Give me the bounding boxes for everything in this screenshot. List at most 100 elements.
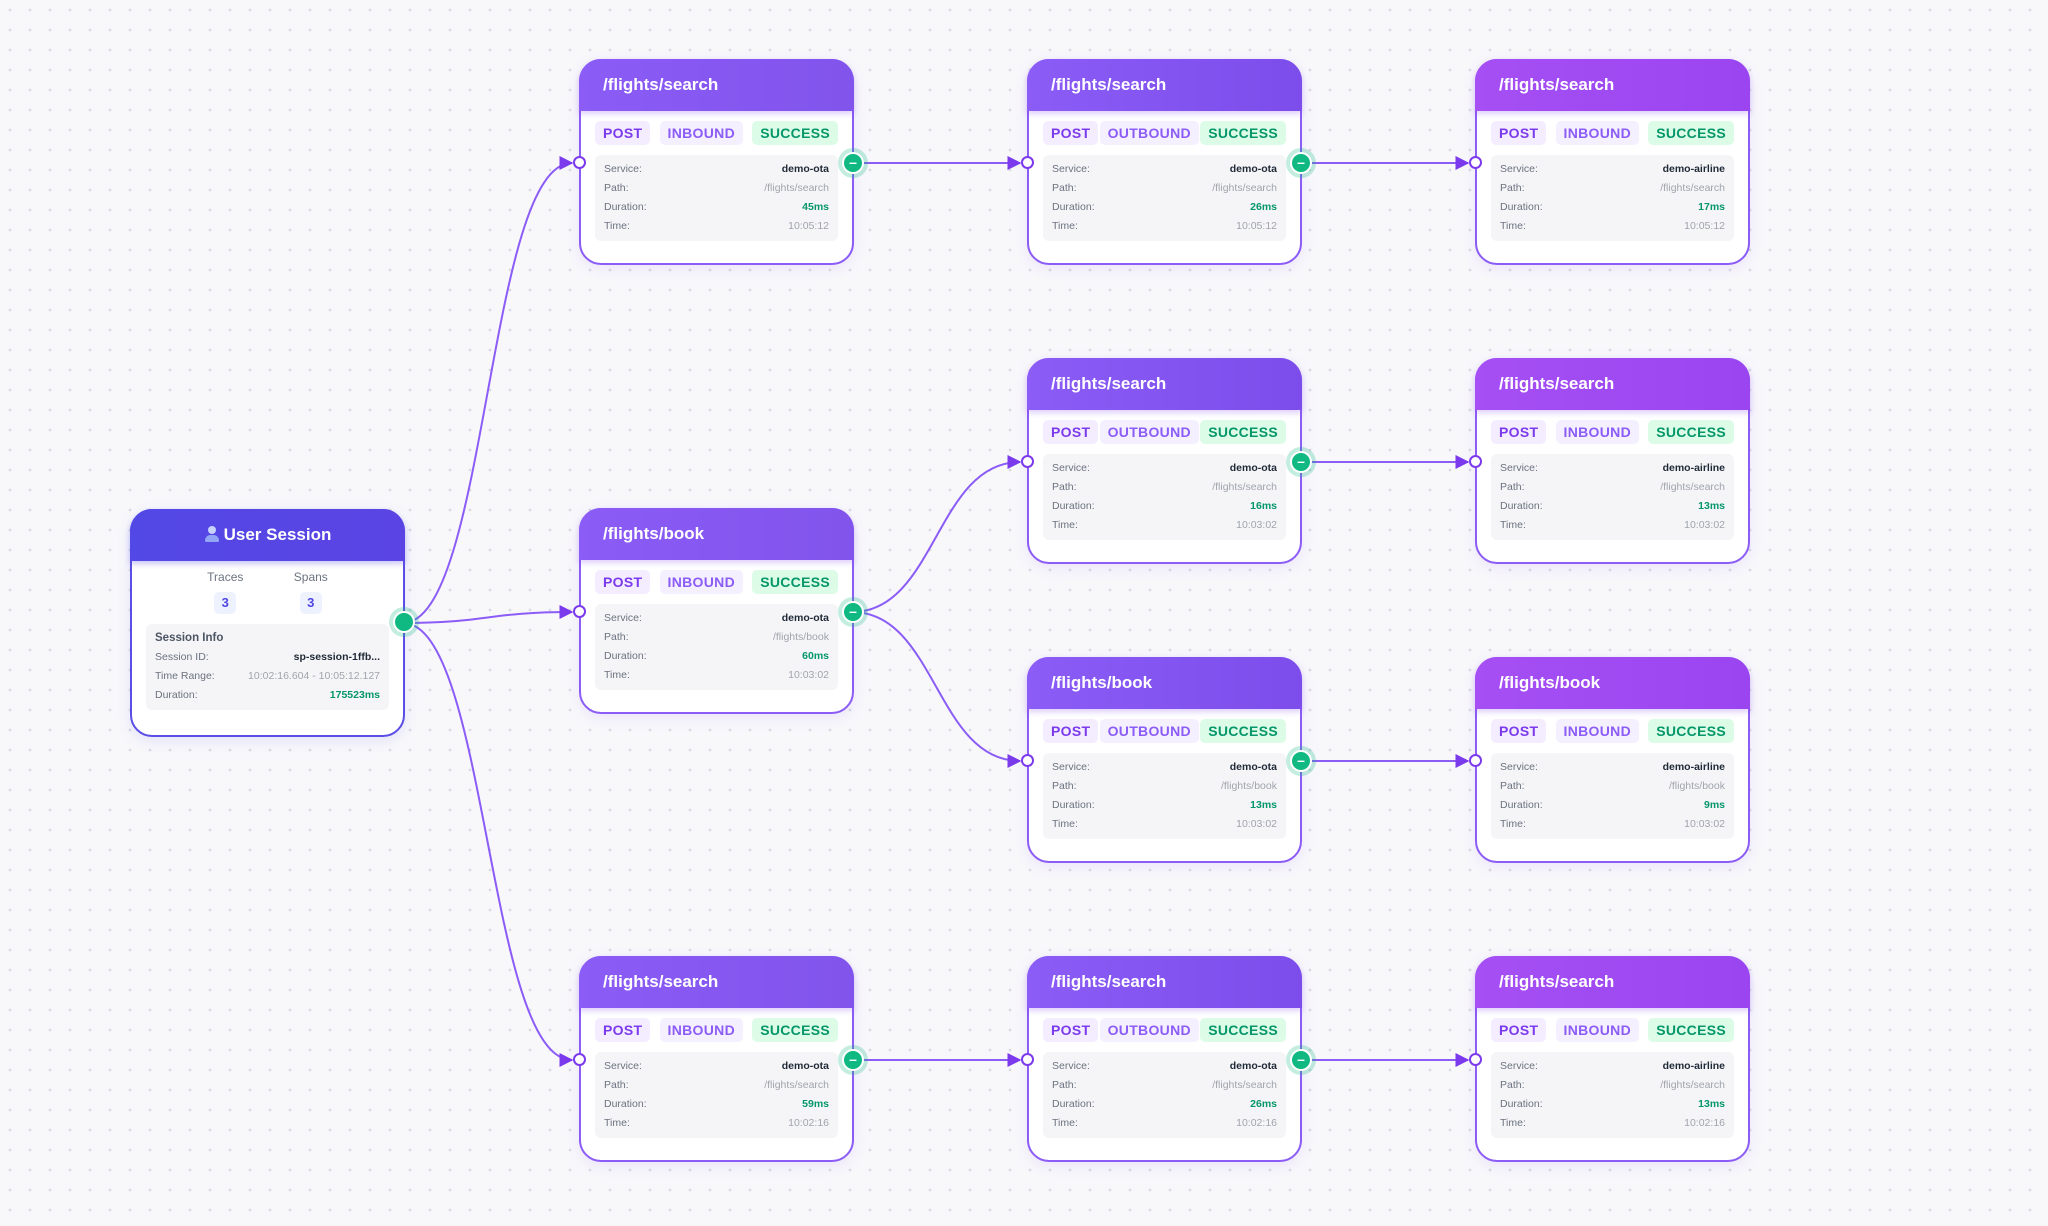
span-node-5[interactable]: /flights/search POST INBOUND SUCCESS Ser… — [1469, 358, 1750, 564]
service-value: demo-airline — [1662, 1060, 1725, 1072]
input-handle[interactable] — [1021, 156, 1034, 169]
service-row: Service: demo-ota — [1052, 1057, 1277, 1076]
output-handle[interactable]: – — [842, 601, 864, 623]
output-handle[interactable]: – — [1290, 750, 1312, 772]
edge-3-4[interactable] — [851, 455, 1022, 613]
path-row: Path: /flights/search — [604, 179, 829, 198]
span-badges: POST INBOUND SUCCESS — [1477, 121, 1748, 145]
service-row: Service: demo-ota — [604, 1057, 829, 1076]
time-value: 10:05:12 — [1236, 220, 1277, 232]
span-node-6[interactable]: /flights/book POST OUTBOUND SUCCESS Serv… — [1021, 657, 1312, 863]
span-title: /flights/book — [1027, 657, 1302, 709]
input-handle[interactable] — [573, 1053, 586, 1066]
service-value: demo-airline — [1662, 163, 1725, 175]
span-badges: POST INBOUND SUCCESS — [1477, 1018, 1748, 1042]
time-label: Time: — [1500, 818, 1526, 830]
span-node-3[interactable]: /flights/book POST INBOUND SUCCESS Servi… — [573, 508, 864, 714]
edge-3-6[interactable] — [851, 611, 1022, 768]
duration-row: Duration: 45ms — [604, 198, 829, 217]
input-handle[interactable] — [1021, 754, 1034, 767]
span-details: Service: demo-ota Path: /flights/search … — [1043, 155, 1286, 241]
path-row: Path: /flights/book — [1500, 777, 1725, 796]
span-node-0[interactable]: /flights/search POST INBOUND SUCCESS Ser… — [573, 59, 864, 265]
duration-row: Duration: 60ms — [604, 647, 829, 666]
span-node-8[interactable]: /flights/search POST INBOUND SUCCESS Ser… — [573, 956, 864, 1162]
time-label: Time: — [1500, 519, 1526, 531]
direction-badge: INBOUND — [1555, 719, 1639, 743]
duration-label: Duration: — [1052, 201, 1095, 213]
input-handle[interactable] — [573, 605, 586, 618]
method-badge: POST — [595, 1018, 651, 1042]
session-id-value: sp-session-1ffb... — [293, 651, 380, 663]
duration-value: 45ms — [802, 201, 829, 213]
path-row: Path: /flights/book — [1052, 777, 1277, 796]
duration-value: 16ms — [1250, 500, 1277, 512]
span-details: Service: demo-ota Path: /flights/search … — [1043, 1052, 1286, 1138]
input-handle[interactable] — [1021, 1053, 1034, 1066]
edge-session-0[interactable] — [402, 156, 574, 624]
path-label: Path: — [1052, 1079, 1077, 1091]
span-title: /flights/search — [579, 956, 854, 1008]
service-value: demo-ota — [1229, 462, 1277, 474]
duration-label: Duration: — [1500, 201, 1543, 213]
output-handle[interactable]: – — [1290, 451, 1312, 473]
input-handle[interactable] — [1469, 455, 1482, 468]
path-label: Path: — [1500, 182, 1525, 194]
duration-label: Duration: — [1500, 799, 1543, 811]
method-badge: POST — [595, 570, 651, 594]
input-handle[interactable] — [1469, 1053, 1482, 1066]
time-row: Time: 10:03:02 — [1500, 516, 1725, 535]
time-label: Time: — [604, 669, 630, 681]
edge-session-8[interactable] — [402, 622, 574, 1067]
span-badges: POST INBOUND SUCCESS — [581, 570, 852, 594]
session-output-handle[interactable] — [393, 611, 415, 633]
status-badge: SUCCESS — [1200, 121, 1286, 145]
time-label: Time: — [1052, 818, 1078, 830]
output-handle[interactable]: – — [1290, 1049, 1312, 1071]
time-range-label: Time Range: — [155, 670, 215, 682]
path-label: Path: — [604, 631, 629, 643]
span-node-4[interactable]: /flights/search POST OUTBOUND SUCCESS Se… — [1021, 358, 1312, 564]
input-handle[interactable] — [573, 156, 586, 169]
service-label: Service: — [1500, 163, 1538, 175]
output-handle[interactable]: – — [842, 152, 864, 174]
span-node-1[interactable]: /flights/search POST OUTBOUND SUCCESS Se… — [1021, 59, 1312, 265]
traces-count: 3 — [214, 592, 237, 614]
input-handle[interactable] — [1469, 156, 1482, 169]
output-handle[interactable]: – — [842, 1049, 864, 1071]
time-row: Time: 10:03:02 — [1500, 815, 1725, 834]
duration-row: Duration: 13ms — [1500, 1095, 1725, 1114]
span-title: /flights/search — [1027, 59, 1302, 111]
span-details: Service: demo-airline Path: /flights/sea… — [1491, 155, 1734, 241]
time-value: 10:02:16 — [1236, 1117, 1277, 1129]
span-node-7[interactable]: /flights/book POST INBOUND SUCCESS Servi… — [1469, 657, 1750, 863]
duration-row: Duration: 26ms — [1052, 198, 1277, 217]
input-handle[interactable] — [1469, 754, 1482, 767]
span-title: /flights/search — [1475, 358, 1750, 410]
input-handle[interactable] — [1021, 455, 1034, 468]
path-label: Path: — [1500, 1079, 1525, 1091]
user-icon — [204, 526, 220, 542]
span-title: /flights/search — [1475, 59, 1750, 111]
output-handle[interactable]: – — [1290, 152, 1312, 174]
direction-badge: OUTBOUND — [1099, 1018, 1199, 1042]
time-label: Time: — [1052, 519, 1078, 531]
span-badges: POST INBOUND SUCCESS — [581, 121, 852, 145]
span-details: Service: demo-ota Path: /flights/search … — [595, 1052, 838, 1138]
time-row: Time: 10:05:12 — [1052, 217, 1277, 236]
edge-session-3[interactable] — [402, 605, 574, 624]
span-node-10[interactable]: /flights/search POST INBOUND SUCCESS Ser… — [1469, 956, 1750, 1162]
time-value: 10:02:16 — [788, 1117, 829, 1129]
duration-label: Duration: — [1500, 1098, 1543, 1110]
span-node-2[interactable]: /flights/search POST INBOUND SUCCESS Ser… — [1469, 59, 1750, 265]
duration-value: 13ms — [1698, 500, 1725, 512]
path-value: /flights/search — [764, 182, 829, 194]
method-badge: POST — [1491, 121, 1547, 145]
span-title: /flights/book — [1475, 657, 1750, 709]
span-node-9[interactable]: /flights/search POST OUTBOUND SUCCESS Se… — [1021, 956, 1312, 1162]
session-title: User Session — [223, 525, 332, 544]
direction-badge: INBOUND — [659, 570, 743, 594]
duration-value: 13ms — [1250, 799, 1277, 811]
session-node[interactable]: User Session Traces 3 Spans 3 Session In… — [130, 509, 415, 737]
duration-label: Duration: — [604, 1098, 647, 1110]
